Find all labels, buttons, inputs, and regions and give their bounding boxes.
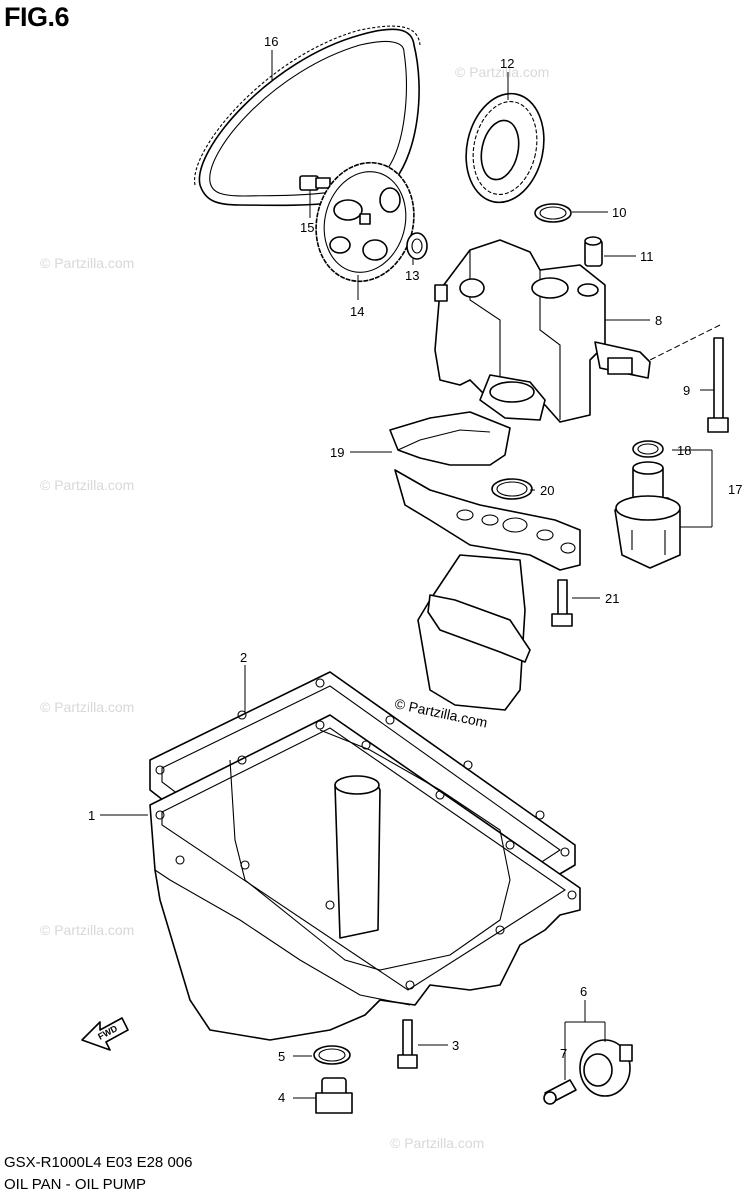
callout-21: 21 <box>605 591 619 606</box>
part-20-o-ring <box>491 478 533 500</box>
part-3-bolt <box>397 1019 418 1069</box>
callout-18: 18 <box>677 443 691 458</box>
oil-strainer <box>394 469 581 711</box>
callout-7: 7 <box>560 1046 567 1061</box>
part-7-screw <box>543 1079 577 1105</box>
part-1-oil-pan <box>149 714 581 1041</box>
figure-caption: OIL PAN - OIL PUMP <box>4 1176 146 1193</box>
callout-10: 10 <box>612 205 626 220</box>
callout-2: 2 <box>240 650 247 665</box>
callout-5: 5 <box>278 1049 285 1064</box>
part-17-relief-valve <box>614 461 681 569</box>
part-6-pressure-switch <box>579 1039 633 1097</box>
part-14-sprocket <box>315 161 415 283</box>
callout-8: 8 <box>655 313 662 328</box>
watermark: © Partzilla.com <box>40 922 134 938</box>
callout-13: 13 <box>405 268 419 283</box>
watermark: © Partzilla.com <box>40 699 134 715</box>
part-19-strainer-cover <box>389 411 511 466</box>
callout-16: 16 <box>264 34 278 49</box>
callout-17: 17 <box>728 482 742 497</box>
watermark: © Partzilla.com <box>40 255 134 271</box>
part-13-washer <box>406 232 428 260</box>
part-11-pin <box>584 236 603 267</box>
callout-labels: 1 2 3 4 5 6 7 8 9 10 11 12 13 14 15 16 1… <box>88 34 742 1105</box>
callout-6: 6 <box>580 984 587 999</box>
part-21-bolt <box>551 579 573 627</box>
part-4-drain-plug <box>315 1077 353 1114</box>
callout-3: 3 <box>452 1038 459 1053</box>
callout-19: 19 <box>330 445 344 460</box>
figure-title: FIG.6 <box>4 2 70 32</box>
callout-12: 12 <box>500 56 514 71</box>
watermark: © Partzilla.com <box>40 477 134 493</box>
watermark: © Partzilla.com <box>390 1135 484 1151</box>
watermark: © Partzilla.com <box>455 64 549 80</box>
part-15-bolt <box>299 175 331 191</box>
callout-15: 15 <box>300 220 314 235</box>
part-5-gasket <box>313 1045 351 1065</box>
callout-9: 9 <box>683 383 690 398</box>
part-18-o-ring <box>632 440 664 458</box>
part-9-bolt <box>649 324 729 433</box>
part-10-o-ring <box>534 203 572 223</box>
fwd-arrow: FWD <box>81 1017 129 1051</box>
part-8-oil-pump <box>434 239 651 423</box>
callout-11: 11 <box>640 249 654 264</box>
part-16-chain <box>194 25 421 207</box>
model-code: GSX-R1000L4 E03 E28 006 <box>4 1154 193 1171</box>
callout-20: 20 <box>540 483 554 498</box>
leader-lines <box>100 50 714 1099</box>
part-12-driven-gear <box>465 92 545 204</box>
callout-1: 1 <box>88 808 95 823</box>
callout-14: 14 <box>350 304 364 319</box>
callout-4: 4 <box>278 1090 285 1105</box>
